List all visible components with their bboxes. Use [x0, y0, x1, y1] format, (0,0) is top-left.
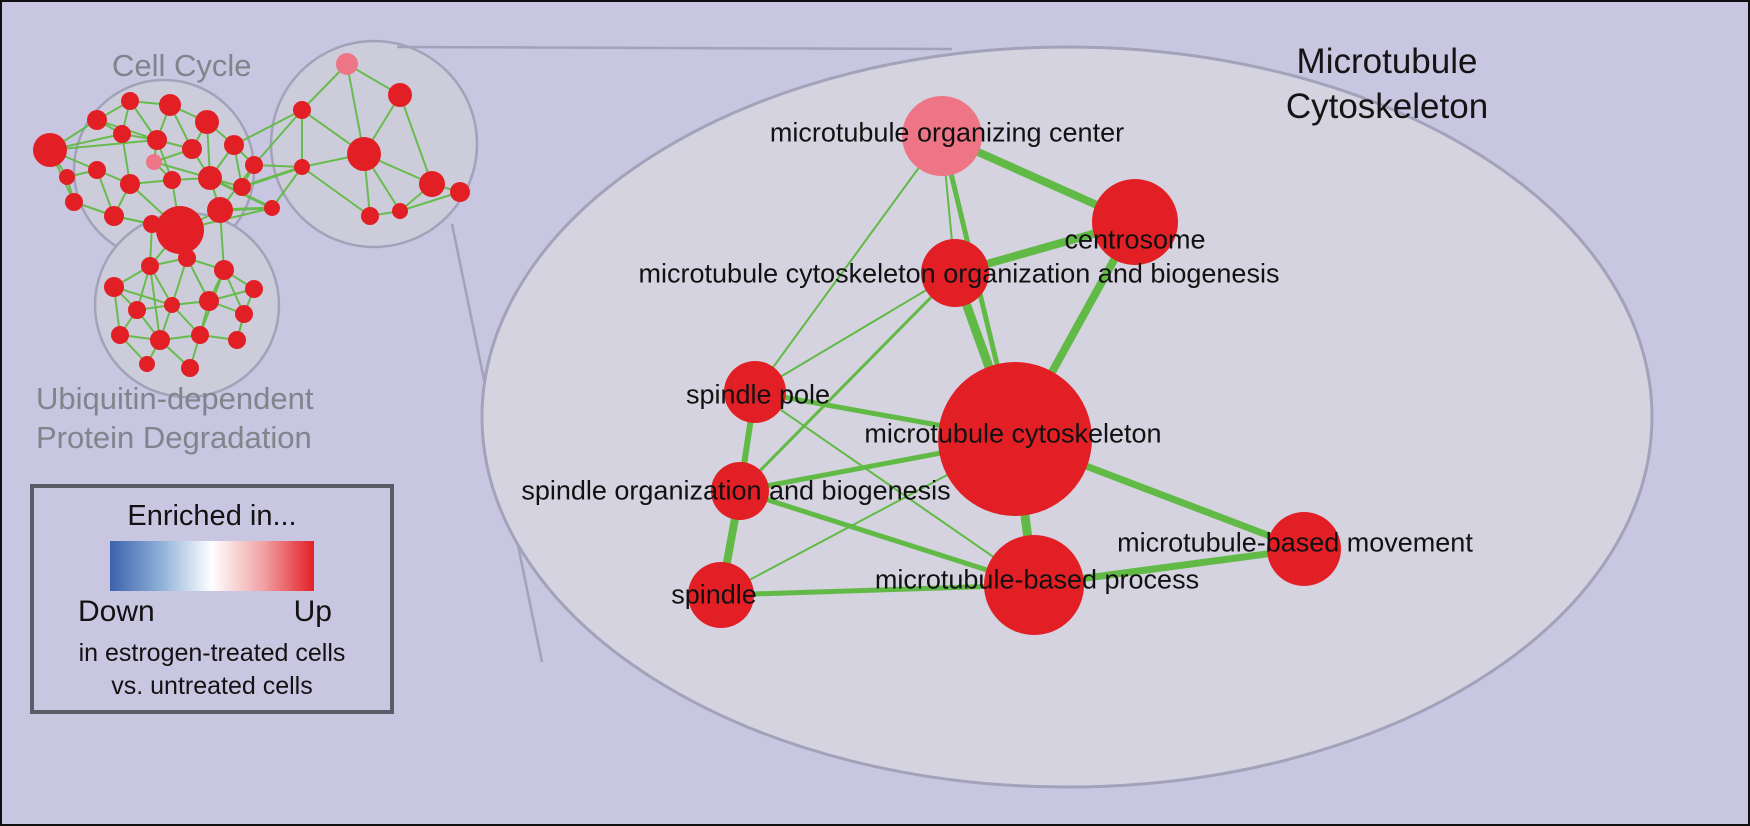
legend-caption: in estrogen-treated cells vs. untreated …: [34, 637, 390, 702]
node-mtcob: [921, 239, 989, 307]
overview-node: [128, 301, 146, 319]
overview-node: [111, 326, 129, 344]
overview-node: [245, 280, 263, 298]
overview-node: [198, 166, 222, 190]
overview-node: [139, 356, 155, 372]
legend-down-label: Down: [78, 595, 155, 628]
legend-up-label: Up: [293, 595, 332, 628]
overview-node: [181, 359, 199, 377]
overview-node: [150, 330, 170, 350]
overview-edge: [301, 166, 371, 217]
overview-node: [87, 110, 107, 130]
overview-edge: [271, 166, 303, 209]
node-label-centrosome: centrosome: [1064, 224, 1205, 254]
overview-node: [347, 137, 381, 171]
node-movement: [1267, 512, 1341, 586]
detail-edge-mtcob-spindle_pole: [754, 272, 956, 393]
overview-edge: [233, 109, 303, 146]
overview-edge: [399, 191, 461, 212]
legend: Enriched in... Down Up in estrogen-treat…: [30, 484, 394, 714]
legend-ends-row: Down Up: [34, 591, 390, 629]
overview-node: [191, 326, 209, 344]
overview-node: [392, 203, 408, 219]
overview-node: [264, 200, 280, 216]
overview-node: [293, 101, 311, 119]
overview-node: [336, 53, 358, 75]
overview-node: [294, 159, 310, 175]
overview-node: [121, 92, 139, 110]
node-moc: [902, 96, 982, 176]
node-mc: [938, 362, 1092, 516]
node-label-moc: microtubule organizing center: [770, 117, 1124, 147]
overview-edge: [49, 139, 158, 151]
detail-edge-mtcob-spindle_org: [738, 271, 957, 493]
overview-node: [235, 305, 253, 323]
legend-gradient-bar: [110, 541, 314, 591]
overview-node: [195, 110, 219, 134]
overview-edge: [399, 94, 433, 185]
overview-node: [207, 197, 233, 223]
detail-edge-spindle_pole-process: [754, 391, 1035, 586]
overview-node: [419, 171, 445, 197]
overview-node: [388, 83, 412, 107]
cluster-label-ubiquitin-line1: Ubiquitin-dependent: [36, 381, 314, 416]
overview-node: [156, 206, 204, 254]
node-label-spindle_org: spindle organization and biogenesis: [521, 475, 950, 505]
cluster-label-ubiquitin-line2: Protein Degradation: [36, 419, 312, 455]
legend-caption-line1: in estrogen-treated cells: [78, 639, 346, 667]
overview-edge: [253, 109, 303, 166]
node-label-process: microtubule-based process: [875, 564, 1199, 594]
zoom-line-1: [396, 45, 953, 51]
cluster-label-microtubule-line1: Microtubule: [1296, 42, 1478, 81]
node-label-mc: microtubule cytoskeleton: [864, 418, 1161, 448]
cluster-label-microtubule-line2: Cytoskeleton: [1285, 86, 1489, 126]
overview-node: [224, 135, 244, 155]
detail-edge-spindle_org-process: [739, 488, 1035, 588]
overview-node: [228, 331, 246, 349]
legend-caption-line2: vs. untreated cells: [111, 671, 313, 700]
overview-edge: [149, 265, 161, 341]
overview-node: [65, 193, 83, 211]
overview-node: [113, 125, 131, 143]
overview-node: [141, 257, 159, 275]
overview-node: [450, 182, 470, 202]
overview-node: [182, 139, 202, 159]
overview-node: [104, 277, 124, 297]
overview-edge: [241, 165, 303, 189]
node-process: [984, 535, 1084, 635]
cluster-label-ubiquitin: Ubiquitin-dependent Protein Degradation: [36, 380, 314, 458]
overview-node: [178, 249, 196, 267]
overview-edge: [113, 286, 173, 306]
node-label-movement: microtubule-based movement: [1117, 527, 1473, 557]
overview-node: [88, 161, 106, 179]
overview-node: [159, 94, 181, 116]
cluster-label-microtubule-cytoskeleton: Microtubule Cytoskeleton: [1286, 40, 1488, 130]
overview-node: [163, 171, 181, 189]
overview-node: [146, 154, 162, 170]
overview-node: [361, 207, 379, 225]
node-label-spindle: spindle: [671, 579, 757, 609]
overview-node: [33, 133, 67, 167]
overview-node: [233, 178, 251, 196]
overview-node: [120, 174, 140, 194]
detail-edge-moc-spindle_pole: [754, 135, 943, 393]
overview-node: [199, 291, 219, 311]
overview-node: [214, 260, 234, 280]
overview-node: [104, 206, 124, 226]
node-centrosome: [1092, 179, 1178, 265]
overview-node: [164, 297, 180, 313]
node-spindle_org: [711, 462, 769, 520]
node-label-spindle_pole: spindle pole: [686, 379, 830, 409]
cluster-label-cell-cycle: Cell Cycle: [112, 48, 252, 83]
legend-title: Enriched in...: [127, 500, 297, 532]
node-spindle: [688, 562, 754, 628]
overview-node: [245, 156, 263, 174]
detail-edge-process-spindle: [720, 582, 1035, 598]
node-label-mtcob: microtubule cytoskeleton organization an…: [639, 258, 1280, 288]
node-spindle_pole: [724, 361, 786, 423]
overview-node: [59, 169, 75, 185]
overview-node: [147, 130, 167, 150]
